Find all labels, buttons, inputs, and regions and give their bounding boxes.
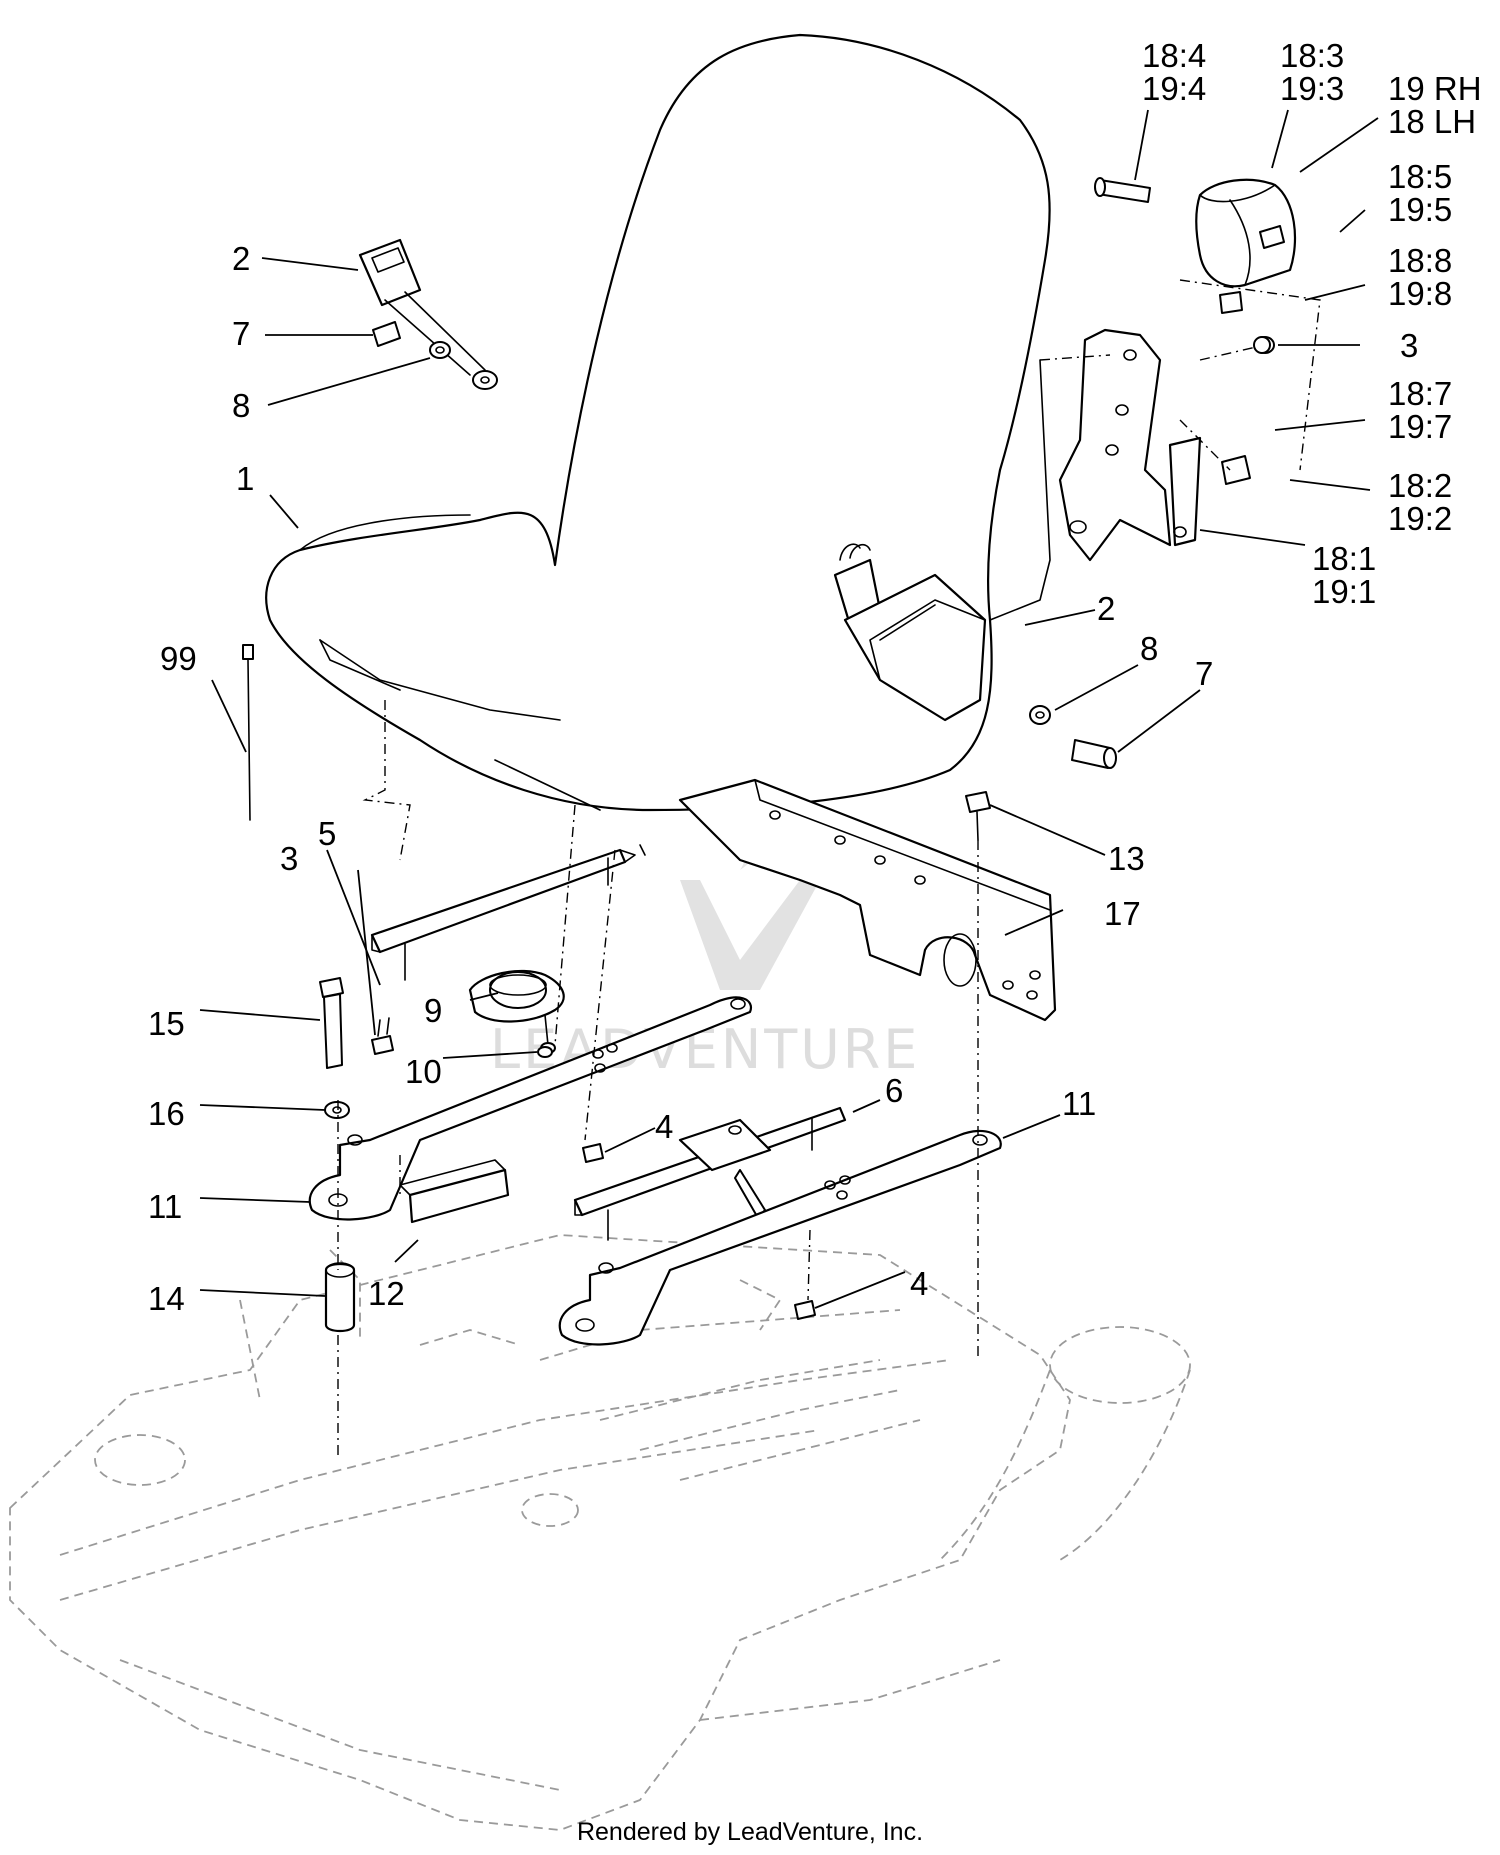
callout-16: 16 [148, 1095, 185, 1132]
callout-19-8: 19:8 [1388, 275, 1452, 312]
callout-19-3: 19:3 [1280, 70, 1344, 107]
callouts: 2 7 8 1 2 8 7 99 5 3 9 10 15 16 11 14 12… [148, 37, 1482, 1317]
callout-17: 17 [1104, 895, 1141, 932]
callout-4-top: 4 [655, 1108, 673, 1145]
seat-rail-left [370, 844, 646, 981]
callout-18-1: 18:1 [1312, 540, 1376, 577]
mower-frame-outline [9, 1234, 1191, 1831]
callout-6: 6 [885, 1072, 903, 1109]
callout-18-4: 18:4 [1142, 37, 1206, 74]
seat-belt-left [358, 238, 498, 390]
callout-7-right: 7 [1195, 655, 1213, 692]
callout-11-left: 11 [148, 1188, 182, 1225]
spacer-block [399, 1159, 510, 1224]
callout-4-bottom: 4 [910, 1265, 928, 1302]
callout-3-right: 3 [1400, 327, 1418, 364]
callout-8-right: 8 [1140, 630, 1158, 667]
callout-8-left: 8 [232, 387, 250, 424]
callout-18-7: 18:7 [1388, 375, 1452, 412]
armrest-assembly [1039, 177, 1321, 562]
callout-2-left: 2 [232, 240, 250, 277]
alignment-lines [337, 700, 979, 1460]
callout-18-5: 18:5 [1388, 158, 1452, 195]
callout-15: 15 [148, 1005, 185, 1042]
callout-19-2: 19:2 [1388, 500, 1452, 537]
callout-10: 10 [405, 1053, 442, 1090]
callout-7-left: 7 [232, 315, 250, 352]
seat-mount-bracket [678, 778, 1057, 1022]
hardware [319, 336, 1271, 1333]
callout-18-3: 18:3 [1280, 37, 1344, 74]
leader-lines [199, 109, 1379, 1309]
callout-19-rh: 19 RH [1388, 70, 1482, 107]
callout-1: 1 [236, 460, 254, 497]
callout-2-right: 2 [1097, 590, 1115, 627]
callout-19-7: 19:7 [1388, 408, 1452, 445]
callout-14: 14 [148, 1280, 185, 1317]
callout-19-4: 19:4 [1142, 70, 1206, 107]
cable-tie [242, 644, 254, 821]
callout-11-right: 11 [1062, 1085, 1096, 1122]
callout-12: 12 [368, 1275, 405, 1312]
mount-bar-left [308, 996, 753, 1221]
callout-3-left: 3 [280, 840, 298, 877]
render-credit: Rendered by LeadVenture, Inc. [576, 1818, 924, 1846]
callout-19-1: 19:1 [1312, 573, 1376, 610]
callout-18-lh: 18 LH [1388, 103, 1476, 140]
seat-rail-right [573, 1106, 847, 1241]
callout-18-2: 18:2 [1388, 467, 1452, 504]
callout-99: 99 [160, 640, 197, 677]
callout-13: 13 [1108, 840, 1145, 877]
callout-18-8: 18:8 [1388, 242, 1452, 279]
callout-5: 5 [318, 815, 336, 852]
callout-9: 9 [424, 992, 442, 1029]
callout-19-5: 19:5 [1388, 191, 1452, 228]
seat-belt-right [833, 543, 1117, 769]
mount-bar-right [558, 1129, 1002, 1346]
